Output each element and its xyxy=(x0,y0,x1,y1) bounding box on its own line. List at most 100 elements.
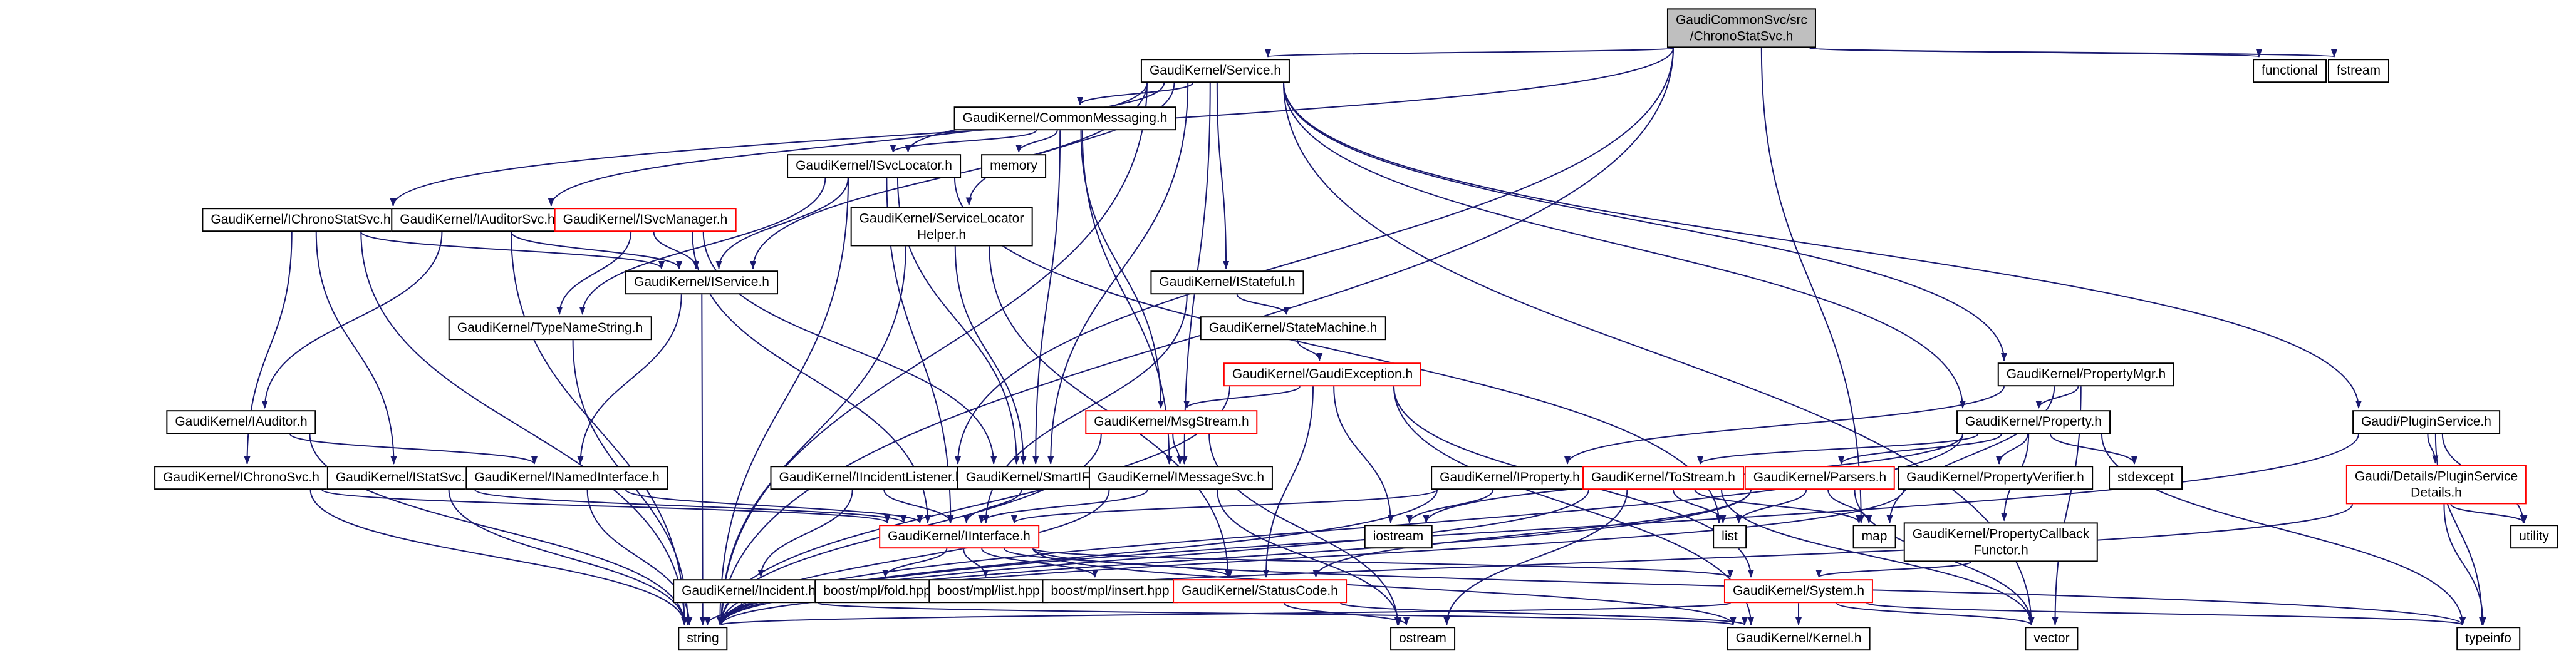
graph-node-boost_insert[interactable]: boost/mpl/insert.hpp xyxy=(1042,579,1178,603)
graph-node-label: GaudiKernel/IService.h xyxy=(634,275,769,290)
graph-edge-root-to-fstream xyxy=(1809,47,2337,58)
graph-node-kernel[interactable]: GaudiKernel/Kernel.h xyxy=(1727,627,1871,650)
graph-node-isvcmanager[interactable]: GaudiKernel/ISvcManager.h xyxy=(554,208,737,232)
graph-edge-ichronostatsvc-to-iservice xyxy=(360,231,665,269)
graph-edge-ichronostatsvc-to-istatsvc xyxy=(315,231,397,465)
graph-node-typenamestring[interactable]: GaudiKernel/TypeNameString.h xyxy=(448,316,652,340)
graph-node-iauditorsvc[interactable]: GaudiKernel/IAuditorSvc.h xyxy=(391,208,564,232)
graph-node-vector[interactable]: vector xyxy=(2025,627,2079,650)
graph-node-memory[interactable]: memory xyxy=(981,154,1046,178)
graph-node-parsers[interactable]: GaudiKernel/Parsers.h xyxy=(1744,466,1896,490)
graph-node-ichronostatsvc[interactable]: GaudiKernel/IChronoStatSvc.h xyxy=(202,208,400,232)
graph-node-label: GaudiKernel/IChronoSvc.h xyxy=(163,470,319,485)
graph-edge-pluginservice-to-typeinfo xyxy=(2434,433,2486,625)
graph-node-fstream[interactable]: fstream xyxy=(2327,59,2390,83)
graph-node-boost_list[interactable]: boost/mpl/list.hpp xyxy=(928,579,1049,603)
graph-edge-propertyverifier-to-string xyxy=(718,489,1904,625)
graph-node-ichronosvc[interactable]: GaudiKernel/IChronoSvc.h xyxy=(154,466,328,490)
graph-node-gaudiexception[interactable]: GaudiKernel/GaudiException.h xyxy=(1223,362,1422,386)
graph-node-utility[interactable]: utility xyxy=(2510,525,2558,548)
graph-node-ostream[interactable]: ostream xyxy=(1390,627,1455,650)
graph-node-iservice[interactable]: GaudiKernel/IService.h xyxy=(625,270,778,294)
graph-node-label: map xyxy=(1861,529,1888,544)
graph-node-label: GaudiKernel/IInterface.h xyxy=(888,529,1031,544)
graph-node-inamedinterface[interactable]: GaudiKernel/INamedInterface.h xyxy=(465,466,668,490)
graph-edge-common_messaging-to-msgstream xyxy=(1080,130,1164,409)
graph-edge-propertymgr-to-property xyxy=(2035,386,2079,409)
graph-node-map[interactable]: map xyxy=(1852,525,1896,548)
graph-node-iauditor[interactable]: GaudiKernel/IAuditor.h xyxy=(166,410,316,434)
graph-edge-parsers-to-list xyxy=(1735,489,1807,523)
graph-node-root[interactable]: GaudiCommonSvc/src/ChronoStatSvc.h xyxy=(1666,8,1817,48)
graph-node-tostream[interactable]: GaudiKernel/ToStream.h xyxy=(1582,466,1744,490)
graph-node-label: GaudiKernel/Parsers.h xyxy=(1753,470,1887,485)
graph-node-stdexcept[interactable]: stdexcept xyxy=(2109,466,2183,490)
graph-node-functional[interactable]: functional xyxy=(2253,59,2327,83)
graph-edge-root-to-string xyxy=(718,48,1674,625)
graph-edge-imessagesvc-to-ostream xyxy=(1216,489,1402,625)
graph-node-iostream[interactable]: iostream xyxy=(1364,525,1433,548)
graph-edge-property-to-propertyverifier xyxy=(1996,433,2028,465)
graph-node-incident[interactable]: GaudiKernel/Incident.h xyxy=(673,579,824,603)
graph-node-iincidentlistener[interactable]: GaudiKernel/IIncidentListener.h xyxy=(770,466,972,490)
graph-node-label: Details.h xyxy=(2411,485,2462,500)
graph-edge-istatsvc-to-iinterface xyxy=(474,489,907,523)
graph-edge-statuscode-to-kernel xyxy=(1340,602,1748,625)
graph-edge-tostream-to-ostream xyxy=(1443,489,1628,625)
graph-node-typeinfo[interactable]: typeinfo xyxy=(2456,627,2520,650)
graph-edge-iauditor-to-inamedinterface xyxy=(289,433,538,465)
graph-edge-root-to-service xyxy=(1265,47,1674,58)
graph-node-label: functional xyxy=(2262,63,2318,78)
graph-node-statuscode[interactable]: GaudiKernel/StatusCode.h xyxy=(1173,579,1347,603)
graph-node-label: GaudiKernel/IAuditorSvc.h xyxy=(400,212,555,227)
graph-node-istateful[interactable]: GaudiKernel/IStateful.h xyxy=(1150,270,1304,294)
graph-node-label: GaudiKernel/System.h xyxy=(1732,584,1865,599)
graph-node-iproperty[interactable]: GaudiKernel/IProperty.h xyxy=(1431,466,1589,490)
graph-edge-pluginservice-to-pluginservicedetails xyxy=(2427,433,2439,464)
graph-edge-statuscode-to-ostream xyxy=(1284,602,1410,625)
graph-node-label: fstream xyxy=(2336,63,2381,78)
graph-node-iinterface[interactable]: GaudiKernel/IInterface.h xyxy=(879,525,1039,548)
graph-node-system[interactable]: GaudiKernel/System.h xyxy=(1723,579,1874,603)
graph-node-propertymgr[interactable]: GaudiKernel/PropertyMgr.h xyxy=(1997,362,2175,386)
graph-edge-imessagesvc-to-iinterface xyxy=(978,489,1148,523)
graph-node-label: iostream xyxy=(1373,529,1424,544)
graph-edge-incident-to-kernel xyxy=(818,602,1736,625)
graph-edge-smartif-to-iinterface xyxy=(963,489,1022,523)
graph-edge-common_messaging-to-memory xyxy=(1015,130,1058,153)
graph-edge-tostream-to-list xyxy=(1672,489,1727,523)
graph-edge-iinterface-to-system xyxy=(1032,548,1733,578)
graph-edge-iauditorsvc-to-iauditor xyxy=(261,231,443,409)
graph-node-service[interactable]: GaudiKernel/Service.h xyxy=(1140,59,1291,83)
graph-edge-service-to-iauditorsvc xyxy=(548,82,1148,207)
graph-edge-iinterface-to-boost_insert xyxy=(981,548,1098,578)
graph-node-pluginservice[interactable]: Gaudi/PluginService.h xyxy=(2352,410,2500,434)
graph-node-smartif[interactable]: GaudiKernel/SmartIF.h xyxy=(957,466,1108,490)
graph-node-boost_fold[interactable]: boost/mpl/fold.hpp xyxy=(814,579,940,603)
graph-node-label: GaudiKernel/StateMachine.h xyxy=(1208,321,1378,336)
graph-node-label: GaudiKernel/ServiceLocator xyxy=(859,211,1024,226)
graph-node-common_messaging[interactable]: GaudiKernel/CommonMessaging.h xyxy=(953,106,1176,130)
graph-edge-imessagesvc-to-string xyxy=(718,489,1110,625)
graph-edge-propertymgr-to-iproperty xyxy=(1564,386,2005,465)
graph-node-propertyverifier[interactable]: GaudiKernel/PropertyVerifier.h xyxy=(1898,466,2093,490)
graph-edge-common_messaging-to-isvclocator xyxy=(890,130,1037,153)
graph-edge-propertymgr-to-map xyxy=(1886,386,2055,523)
graph-node-isvclocator[interactable]: GaudiKernel/ISvcLocator.h xyxy=(787,154,961,178)
graph-node-istatsvc[interactable]: GaudiKernel/IStatSvc.h xyxy=(326,466,482,490)
graph-node-label: /ChronoStatSvc.h xyxy=(1690,29,1794,43)
graph-edge-isvclocator-to-string xyxy=(717,177,849,625)
graph-node-string[interactable]: string xyxy=(678,627,728,650)
graph-node-imessagesvc[interactable]: GaudiKernel/IMessageSvc.h xyxy=(1088,466,1274,490)
graph-node-label: GaudiKernel/IChronoStatSvc.h xyxy=(210,212,391,227)
graph-node-label: GaudiKernel/IStatSvc.h xyxy=(335,470,473,485)
graph-node-label: GaudiKernel/PropertyMgr.h xyxy=(2006,367,2166,382)
graph-node-label: string xyxy=(687,631,719,646)
graph-node-list[interactable]: list xyxy=(1713,525,1747,548)
graph-node-property[interactable]: GaudiKernel/Property.h xyxy=(1956,410,2111,434)
graph-node-msgstream[interactable]: GaudiKernel/MsgStream.h xyxy=(1085,410,1258,434)
graph-node-statemachine[interactable]: GaudiKernel/StateMachine.h xyxy=(1200,316,1386,340)
